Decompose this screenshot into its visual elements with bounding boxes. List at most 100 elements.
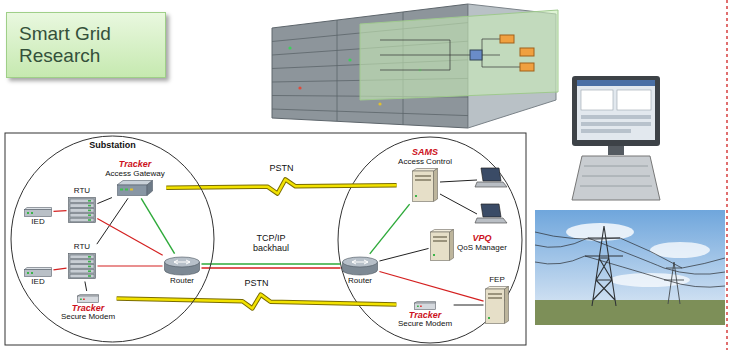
- node-label: Substation: [10, 135, 215, 151]
- icon-part: [88, 266, 91, 268]
- icon-part: [433, 254, 435, 256]
- icon-part: [433, 240, 447, 242]
- icon-part: [486, 289, 505, 324]
- icon-part: [25, 270, 52, 277]
- rack-led: [298, 86, 301, 89]
- node-label: Tracker: [119, 160, 151, 170]
- connector-line: [166, 179, 396, 193]
- connector-line: [53, 268, 66, 270]
- node-label: Secure Modem: [398, 320, 452, 329]
- text-group: VPQQoS Manager: [457, 234, 507, 253]
- icon-part: [69, 254, 96, 279]
- connector: [454, 305, 484, 306]
- diagram-frame: [5, 133, 526, 345]
- connector: [166, 179, 396, 193]
- icon-part: [25, 210, 52, 217]
- icon-part: [70, 274, 94, 278]
- node-label: VPQ: [457, 234, 507, 244]
- laptop-screen: [481, 168, 501, 181]
- icon-part: [31, 272, 33, 274]
- connector-line: [53, 210, 66, 212]
- icon-part: [70, 204, 94, 208]
- connector-line: [97, 219, 162, 256]
- icon-part: [88, 256, 91, 258]
- icon-part: [415, 303, 436, 310]
- node-label: Smart Grid Research: [19, 23, 153, 67]
- node-label: FEP: [489, 276, 505, 285]
- connector-line: [98, 265, 163, 266]
- schematic-block: [470, 50, 482, 60]
- divider-line: [726, 0, 727, 350]
- icon-part: [80, 298, 82, 300]
- screen-row: [581, 115, 651, 119]
- icon-part: [413, 171, 434, 202]
- icon-part: [25, 208, 52, 210]
- connector: [379, 248, 428, 261]
- icon-part: [70, 199, 94, 203]
- node-label: Secure Modem: [61, 313, 115, 322]
- edge-label: TCP/IP backhaul: [244, 234, 298, 254]
- monitor-screen: [577, 80, 655, 140]
- connector: [85, 281, 87, 291]
- photo-ground: [535, 300, 725, 325]
- icon-part: [88, 275, 91, 277]
- icon-part: [343, 257, 378, 267]
- icon-part: [434, 169, 438, 202]
- router: Router: [164, 255, 200, 286]
- screen-panel: [581, 90, 613, 110]
- title-box: Smart Grid Research: [6, 12, 166, 78]
- fep-server: FEP: [485, 276, 509, 325]
- connector-line: [454, 305, 484, 306]
- computer-base: [572, 156, 660, 200]
- connector: [97, 219, 162, 256]
- connector-line: [202, 263, 341, 265]
- screen-row: [581, 122, 651, 126]
- access-control-server: SAMSAccess Control: [398, 148, 452, 203]
- power-wires: [535, 232, 725, 287]
- keyboard-keys: [580, 166, 652, 186]
- screen-row: [581, 129, 631, 133]
- icon-part: [70, 265, 94, 269]
- node-label: Access Gateway: [105, 170, 165, 179]
- icon-part: [70, 269, 94, 273]
- device-icon: [117, 180, 153, 196]
- rtu-unit: RTU: [68, 243, 96, 280]
- photo-sky: [535, 210, 725, 325]
- icon-part: [88, 205, 91, 207]
- icon-part: [117, 181, 153, 186]
- device-icon: [485, 286, 509, 324]
- icon-part: [88, 261, 91, 263]
- connector-line: [85, 281, 87, 291]
- node-label: Access Control: [398, 158, 452, 167]
- icon-part: [174, 260, 190, 264]
- node-label: Tracker: [72, 304, 104, 314]
- icon-part: [488, 293, 502, 295]
- connector: [97, 198, 112, 204]
- connector: [370, 204, 410, 254]
- schematic-block: [500, 35, 514, 43]
- icon-part: [352, 260, 368, 264]
- laptop-wire: [440, 180, 477, 214]
- laptop-base: [475, 218, 507, 223]
- icon-part: [450, 230, 454, 261]
- device-icon: [342, 256, 378, 276]
- pylon: [664, 262, 684, 304]
- icon-part: [70, 209, 94, 213]
- icon-part: [488, 317, 490, 319]
- rack-led: [378, 102, 381, 105]
- node-label: Router: [348, 277, 372, 286]
- rack-led: [348, 58, 351, 61]
- icon-part: [415, 179, 431, 181]
- icon-part: [88, 214, 91, 216]
- device-icon: [68, 197, 96, 223]
- monitor-stand: [608, 146, 624, 155]
- icon-part: [118, 185, 148, 196]
- icon-part: [88, 219, 91, 221]
- connector: [53, 210, 66, 212]
- schematic-block: [520, 63, 534, 71]
- icon-part: [88, 200, 91, 202]
- schematic-overlay: [360, 10, 558, 100]
- icon-part: [83, 298, 85, 300]
- node-label: IED: [31, 218, 44, 227]
- router: Router: [342, 255, 378, 286]
